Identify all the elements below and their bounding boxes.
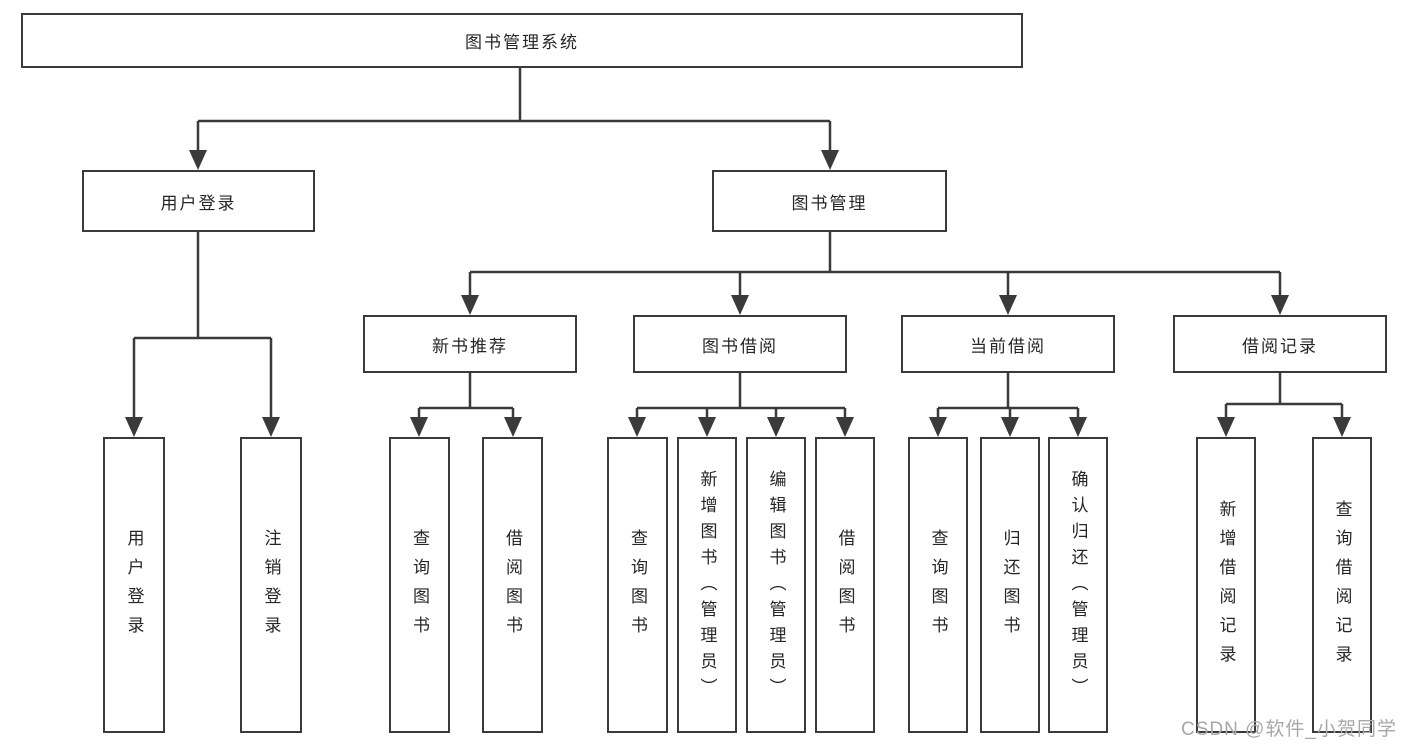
node-new-book-recommend: 新书推荐 xyxy=(363,315,577,373)
node-leaf-logout: 注销登录 xyxy=(240,437,302,733)
node-leaf-query-books-recommend: 查询图书 xyxy=(389,437,450,733)
node-leaf-edit-book-admin: 编辑图书（管理员） xyxy=(746,437,806,733)
node-current-borrowing: 当前借阅 xyxy=(901,315,1115,373)
node-root: 图书管理系统 xyxy=(21,13,1023,68)
node-leaf-query-books-borrowing: 查询图书 xyxy=(607,437,668,733)
node-leaf-add-book-admin: 新增图书（管理员） xyxy=(677,437,737,733)
node-user-login-branch: 用户登录 xyxy=(82,170,315,232)
node-book-management-branch: 图书管理 xyxy=(712,170,947,232)
node-leaf-confirm-return-admin: 确认归还（管理员） xyxy=(1048,437,1108,733)
node-leaf-user-login: 用户登录 xyxy=(103,437,165,733)
node-borrowing-records: 借阅记录 xyxy=(1173,315,1387,373)
csdn-watermark: CSDN @软件_小贺同学 xyxy=(1181,719,1397,740)
node-leaf-borrow-books-recommend: 借阅图书 xyxy=(482,437,543,733)
node-leaf-add-borrow-record: 新增借阅记录 xyxy=(1196,437,1256,733)
node-leaf-return-book: 归还图书 xyxy=(980,437,1040,733)
node-leaf-query-borrow-record: 查询借阅记录 xyxy=(1312,437,1372,733)
node-leaf-query-books-current: 查询图书 xyxy=(908,437,968,733)
node-leaf-borrow-books-borrowing: 借阅图书 xyxy=(815,437,875,733)
node-book-borrowing: 图书借阅 xyxy=(633,315,847,373)
